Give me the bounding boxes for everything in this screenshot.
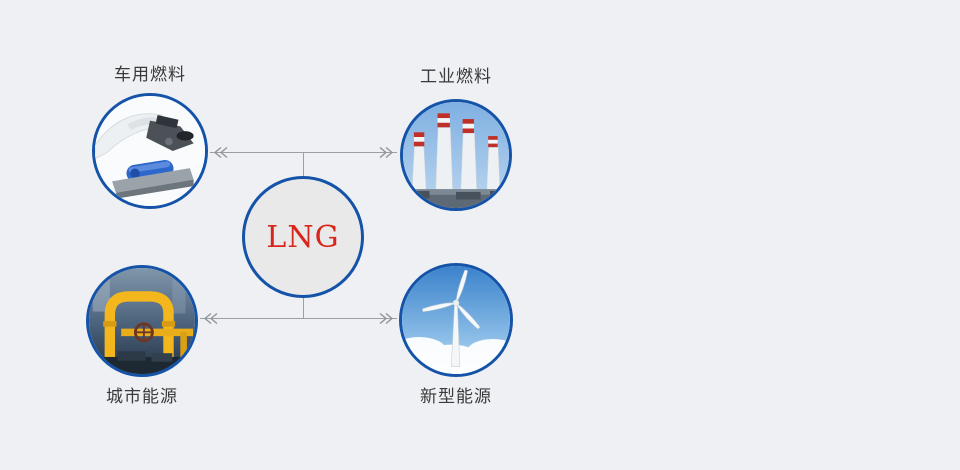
node-city-energy [86, 265, 198, 377]
node-label-industrial-fuel: 工业燃料 [420, 67, 492, 86]
gas-pipeline-image [89, 268, 195, 374]
center-node-lng: LNG [242, 176, 364, 298]
node-industrial-fuel [400, 99, 512, 211]
wind-turbine-image [402, 266, 510, 374]
node-label-city-energy: 城市能源 [106, 387, 178, 406]
car-engine-image [95, 96, 205, 206]
node-vehicle-fuel [92, 93, 208, 209]
node-label-vehicle-fuel: 车用燃料 [114, 65, 186, 84]
power-plant-image [403, 102, 509, 208]
center-label: LNG [266, 219, 340, 255]
node-new-energy [399, 263, 513, 377]
node-label-new-energy: 新型能源 [420, 387, 492, 406]
